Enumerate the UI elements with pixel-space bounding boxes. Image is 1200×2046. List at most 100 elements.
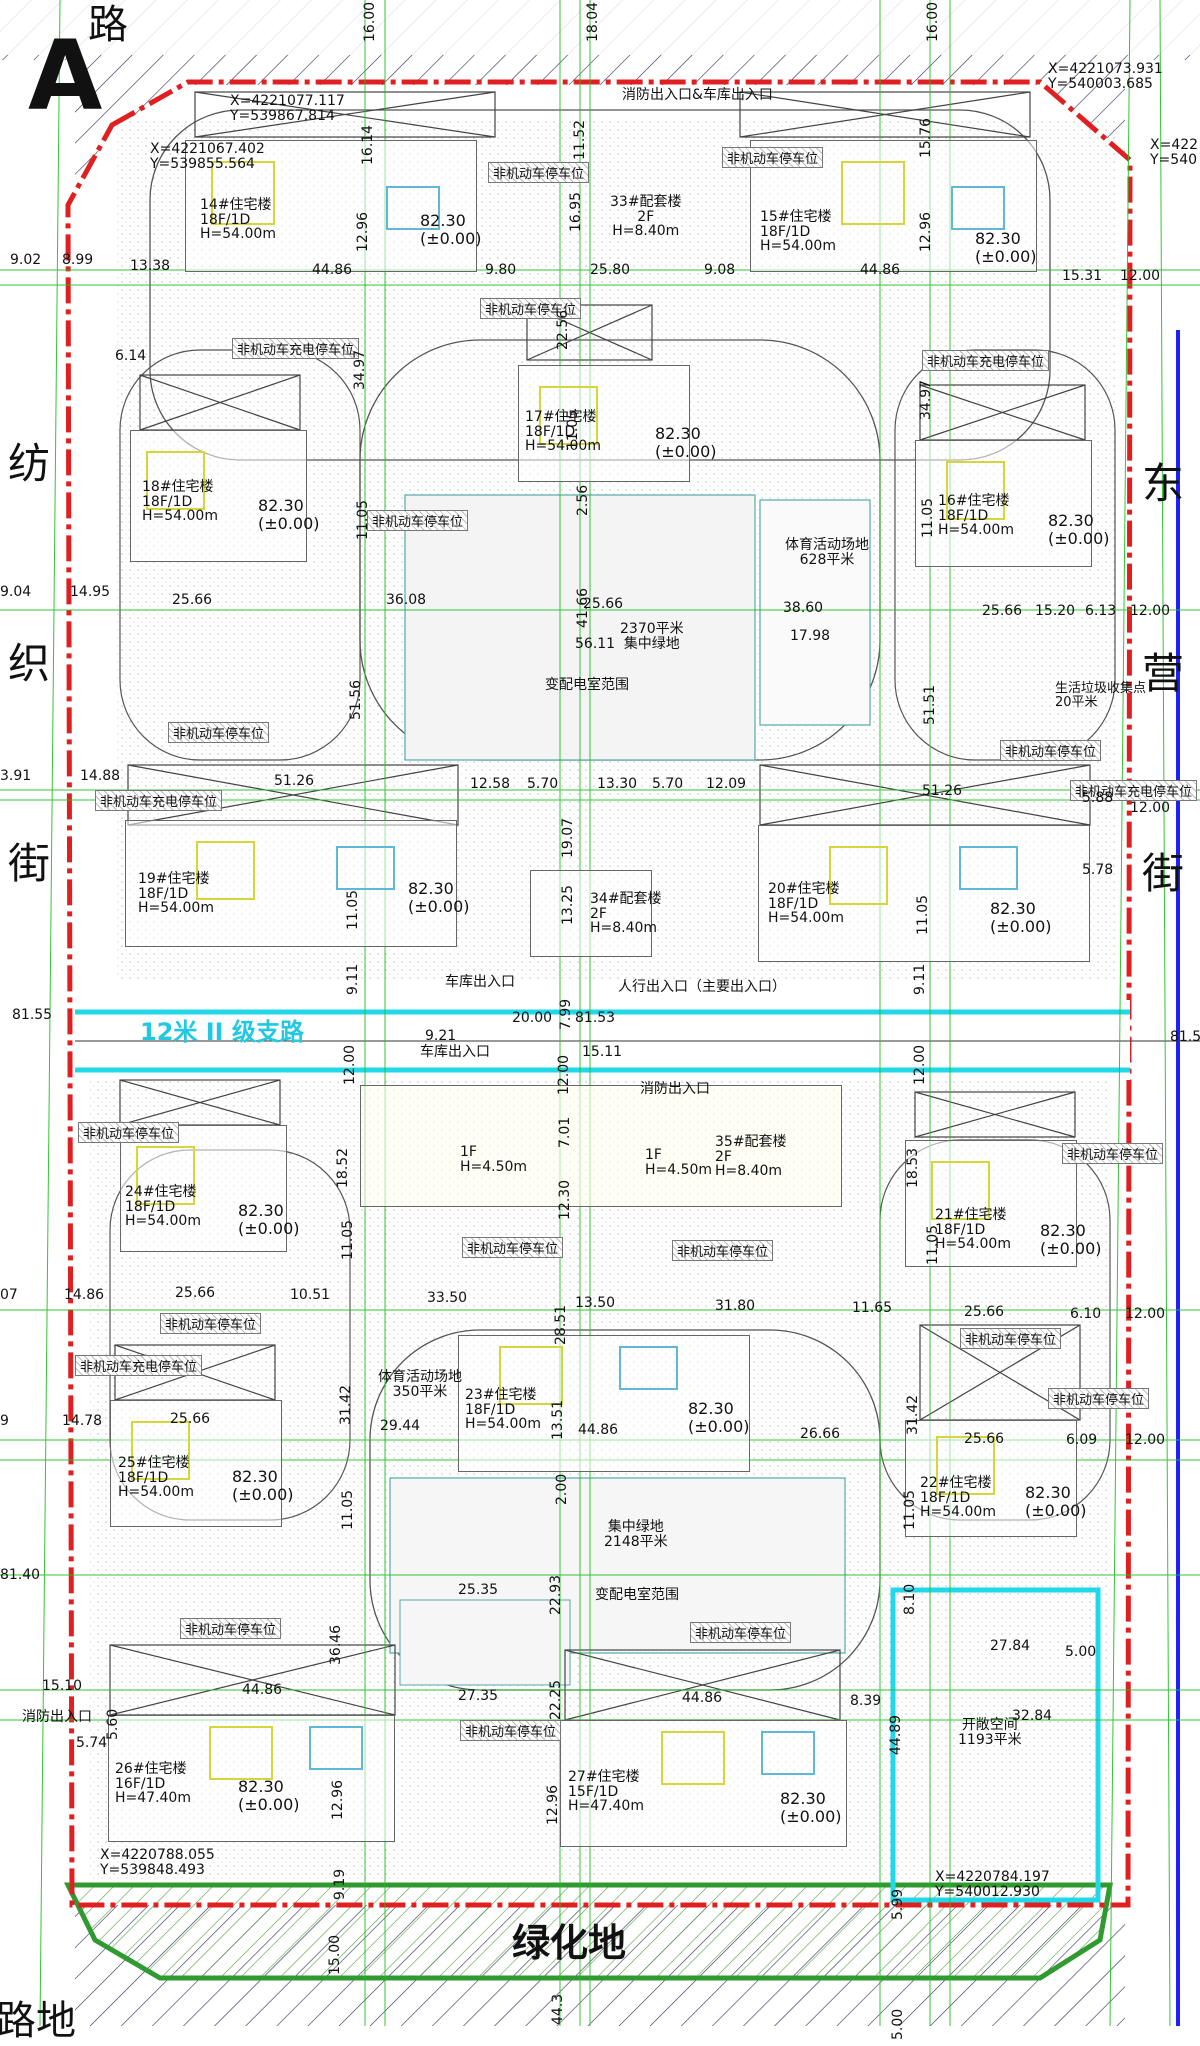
- building-22-outline: [905, 1420, 1077, 1537]
- dimension-label: 56.11: [575, 636, 616, 652]
- dimension-label: 12.00: [342, 1044, 358, 1085]
- bike-parking-6: 非机动车停车位: [367, 510, 469, 531]
- dimension-label: 25.80: [590, 262, 631, 278]
- dimension-label: 5.70: [527, 776, 559, 792]
- dimension-label: 12.96: [355, 211, 371, 252]
- building-26-elev: 82.30(±0.00): [238, 1777, 300, 1814]
- dimension-label: 6.09: [1066, 1432, 1098, 1448]
- dimension-label: 15.11: [582, 1044, 623, 1060]
- dimension-label: 12.00: [1130, 603, 1171, 619]
- dimension-label: 12.96: [918, 211, 934, 252]
- east-street-road: [1125, 60, 1200, 2026]
- dimension-label: 31.42: [338, 1384, 354, 1425]
- dimension-label: 18.53: [905, 1147, 921, 1188]
- dimension-label: 6.10: [1070, 1306, 1102, 1322]
- dimension-label: 9.21: [425, 1028, 457, 1044]
- bike-parking-19: 非机动车停车位: [180, 1618, 282, 1639]
- bike-parking-11: 非机动车停车位: [78, 1122, 180, 1143]
- west-street-char-3: 街: [8, 839, 51, 888]
- bike-parking-2: 非机动车停车位: [722, 147, 824, 168]
- west-street-road: [0, 60, 75, 2026]
- dimension-label: 5.74: [76, 1735, 108, 1751]
- dimension-label: 5.78: [1082, 862, 1114, 878]
- dimension-label: 27.84: [990, 1638, 1031, 1654]
- dimension-label: 9.80: [485, 262, 517, 278]
- building-16-elev: 82.30(±0.00): [1048, 511, 1110, 548]
- dimension-label: 2.00: [554, 1473, 570, 1505]
- bike-parking-12: 非机动车停车位: [1062, 1143, 1164, 1164]
- building-34-outline: [530, 870, 652, 957]
- dimension-label: 44.86: [578, 1422, 619, 1438]
- dimension-label: 28.51: [553, 1304, 569, 1345]
- dimension-label: 17.98: [790, 628, 831, 644]
- dimension-label: 22.25: [548, 1679, 564, 1720]
- dimension-label: 9.08: [704, 262, 736, 278]
- dimension-label: 29.44: [380, 1418, 421, 1434]
- dimension-label: 31.80: [715, 1298, 756, 1314]
- dimension-label: 44.86: [242, 1682, 283, 1698]
- dimension-label: 31.42: [905, 1394, 921, 1435]
- bike-parking-20: 非机动车停车位: [690, 1622, 792, 1643]
- dimension-label: 27.35: [458, 1688, 499, 1704]
- green-south-inner: [399, 1599, 571, 1686]
- dimension-label: 13.50: [575, 1295, 616, 1311]
- dimension-label: 51.26: [922, 783, 963, 799]
- dimension-label: 34.97: [352, 349, 368, 390]
- dimension-label: 5.99: [890, 1888, 906, 1920]
- dimension-label: 25.66: [964, 1431, 1005, 1447]
- east-street-char-2: 营: [1142, 649, 1185, 698]
- top-road-fragment: 路: [88, 2, 128, 48]
- dimension-label: 5.00: [1065, 1644, 1097, 1660]
- dimension-label: 38.60: [783, 600, 824, 616]
- building-22-elev: 82.30(±0.00): [1025, 1483, 1087, 1520]
- dimension-label: 8.39: [850, 1693, 882, 1709]
- zone-letter: A: [28, 20, 103, 132]
- building-25-elev: 82.30(±0.00): [232, 1467, 294, 1504]
- dimension-label: 12.30: [557, 1179, 573, 1220]
- building-21-elev: 82.30(±0.00): [1040, 1221, 1102, 1258]
- dimension-label: 16.95: [568, 191, 584, 232]
- dimension-label: 11.05: [925, 1224, 941, 1265]
- dimension-label: 12.58: [470, 776, 511, 792]
- substation-south-label: 变配电室范围: [595, 1587, 679, 1603]
- dimension-label: 7.01: [557, 1116, 573, 1148]
- east-street-char-3: 街: [1142, 849, 1185, 898]
- dimension-label: 5.88: [1082, 790, 1114, 806]
- dimension-label: 25.66: [175, 1285, 216, 1301]
- dimension-label: 9.02: [10, 252, 42, 268]
- building-17-elev: 82.30(±0.00): [655, 424, 717, 461]
- building-24-outline: [120, 1125, 287, 1252]
- dimension-label: 15.20: [1035, 603, 1076, 619]
- dimension-label: 12.96: [545, 1784, 561, 1825]
- building-14-elev: 82.30(±0.00): [420, 211, 482, 248]
- bike-parking-13: 非机动车停车位: [462, 1237, 564, 1258]
- bike-parking-14: 非机动车停车位: [672, 1240, 774, 1261]
- dimension-label: 12.00: [1130, 800, 1171, 816]
- dimension-label: 36.08: [386, 592, 427, 608]
- dimension-label: 7.99: [558, 998, 574, 1030]
- dimension-label: 12.96: [330, 1779, 346, 1820]
- building-23-outline: [458, 1335, 750, 1472]
- dimension-label: 25.35: [458, 1582, 499, 1598]
- building-35-outline: [360, 1085, 842, 1207]
- dimension-label: 81.53: [575, 1010, 616, 1026]
- dimension-label: 11.52: [572, 119, 588, 160]
- dimension-label: 5.00: [890, 2008, 906, 2040]
- dimension-label: 2.56: [575, 484, 591, 516]
- dimension-label: 13.51: [550, 1399, 566, 1440]
- building-19-elev: 82.30(±0.00): [408, 879, 470, 916]
- dimension-label: 14.78: [62, 1413, 103, 1429]
- building-20-outline: [758, 825, 1090, 962]
- dimension-label: 25.66: [170, 1411, 211, 1427]
- dimension-label: 8.99: [62, 252, 94, 268]
- dimension-label: 51.56: [348, 679, 364, 720]
